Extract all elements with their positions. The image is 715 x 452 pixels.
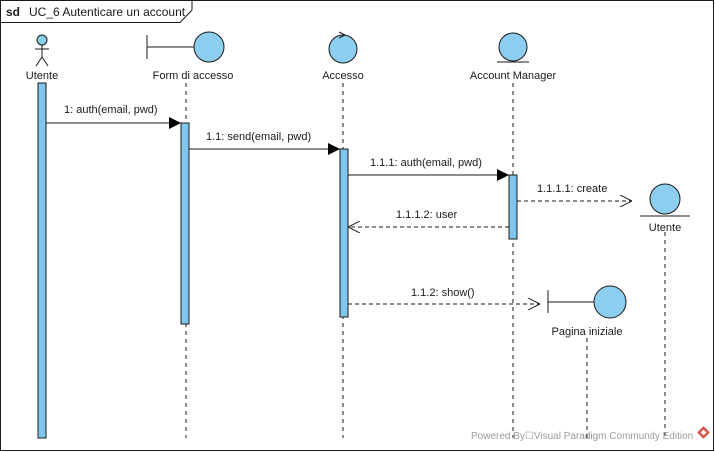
boundary-form-di-accesso[interactable]: Form di accesso — [146, 31, 234, 82]
frame-title: UC_6 Autenticare un account — [29, 5, 186, 19]
watermark-text: Powered By☐Visual Paradigm Community Edi… — [471, 431, 693, 442]
activation-accesso — [339, 148, 349, 318]
frame-keyword: sd — [6, 5, 20, 19]
message-auth[interactable]: 1: auth(email, pwd) — [46, 104, 181, 129]
activation-utente — [37, 82, 47, 439]
message-send[interactable]: 1.1: send(email, pwd) — [189, 131, 340, 155]
lifeline-label: Account Manager — [470, 70, 557, 82]
message-label: 1: auth(email, pwd) — [64, 104, 158, 116]
message-create[interactable]: 1.1.1.1: create — [517, 183, 632, 201]
entity-utente-created[interactable]: Utente — [640, 183, 690, 234]
message-show[interactable]: 1.1.2: show() — [348, 287, 540, 304]
actor-utente[interactable]: Utente — [26, 34, 58, 82]
entity-account-manager[interactable]: Account Manager — [470, 32, 557, 82]
message-label: 1.1.1: auth(email, pwd) — [370, 157, 482, 169]
lifeline-label: Utente — [649, 222, 681, 234]
message-return-user[interactable]: 1.1.1.2: user — [348, 209, 509, 227]
message-label: 1.1.1.2: user — [396, 209, 457, 221]
lifeline-label: Utente — [26, 70, 58, 82]
lifeline-label: Form di accesso — [153, 70, 234, 82]
activation-form — [180, 122, 190, 325]
message-label: 1.1: send(email, pwd) — [206, 131, 311, 143]
boundary-pagina-iniziale[interactable]: Pagina iniziale — [547, 285, 627, 338]
control-accesso[interactable]: Accesso — [322, 31, 364, 82]
message-auth-account[interactable]: 1.1.1: auth(email, pwd) — [348, 157, 509, 181]
frame-tab — [0, 0, 193, 23]
lifeline-label: Accesso — [322, 70, 364, 82]
activation-account — [508, 174, 518, 240]
message-label: 1.1.1.1: create — [537, 183, 607, 195]
message-label: 1.1.2: show() — [411, 287, 475, 299]
lifeline-label: Pagina iniziale — [552, 326, 623, 338]
